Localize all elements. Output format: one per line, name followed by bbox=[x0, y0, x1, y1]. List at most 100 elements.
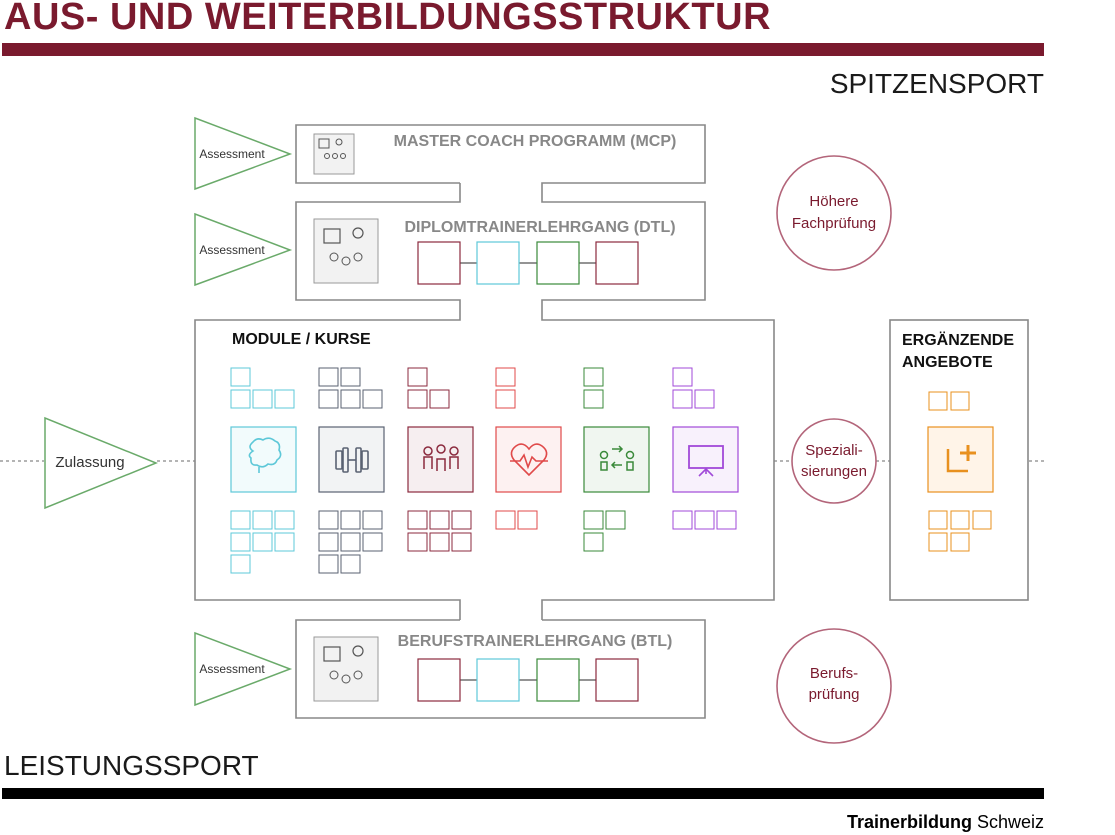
module-small-square bbox=[340, 554, 361, 574]
module-small-square bbox=[583, 389, 604, 409]
higher-exam-circle bbox=[776, 155, 892, 271]
dtl-module-2 bbox=[476, 241, 520, 285]
level-label-bottom: LEISTUNGSSPORT bbox=[4, 750, 259, 781]
module-small-square bbox=[318, 510, 339, 530]
module-small-square bbox=[407, 389, 428, 409]
module-small-square bbox=[672, 367, 693, 387]
module-small-square bbox=[605, 510, 626, 530]
page-title: AUS- UND WEITERBILDUNGSSTRUKTUR bbox=[4, 0, 772, 38]
module-small-square bbox=[362, 510, 383, 530]
assessment-label-btl: Assessment bbox=[199, 662, 265, 676]
brain-icon bbox=[230, 426, 297, 493]
btl-module-2 bbox=[476, 658, 520, 702]
supplementary-small-squares bbox=[928, 391, 992, 552]
module-small-square bbox=[318, 367, 339, 387]
mcp-box bbox=[295, 124, 706, 195]
module-small-square bbox=[340, 510, 361, 530]
group-training-icon bbox=[313, 218, 379, 284]
module-small-square bbox=[274, 510, 295, 530]
dtl-box bbox=[295, 195, 706, 318]
module-small-square bbox=[407, 510, 428, 530]
team-icon bbox=[407, 426, 474, 493]
footer-brand-bold: Trainerbildung bbox=[846, 812, 972, 832]
mcp-title: MASTER COACH PROGRAMM (MCP) bbox=[394, 133, 677, 150]
footer-brand-rest: Schweiz bbox=[976, 812, 1044, 832]
module-columns bbox=[230, 367, 739, 574]
footer-brand: Trainerbildung Schweiz bbox=[847, 812, 1044, 833]
module-small-square bbox=[429, 510, 450, 530]
module-small-square bbox=[694, 510, 715, 530]
professional-exam-line1: Berufs- bbox=[810, 665, 858, 682]
module-small-square bbox=[252, 389, 273, 409]
heart-pulse-icon bbox=[495, 426, 562, 493]
module-small-square bbox=[230, 532, 251, 552]
module-small-square bbox=[318, 389, 339, 409]
module-small-square bbox=[340, 389, 361, 409]
group-training-icon bbox=[313, 133, 355, 175]
module-small-square bbox=[230, 554, 251, 574]
module-column-2 bbox=[318, 367, 385, 574]
modules-box bbox=[194, 318, 775, 620]
module-small-square bbox=[495, 367, 516, 387]
module-small-square bbox=[340, 532, 361, 552]
module-small-square bbox=[583, 510, 604, 530]
btl-box bbox=[295, 619, 706, 719]
professional-exam-line2: prüfung bbox=[809, 686, 860, 703]
module-small-square bbox=[429, 389, 450, 409]
title-underline bbox=[2, 43, 1044, 56]
higher-exam-line1: Höhere bbox=[809, 193, 858, 210]
exchange-icon bbox=[583, 426, 650, 493]
dumbbell-icon bbox=[318, 426, 385, 493]
module-small-square bbox=[407, 532, 428, 552]
group-training-icon bbox=[313, 636, 379, 702]
module-small-square bbox=[451, 510, 472, 530]
admission-label: Zulassung bbox=[55, 454, 124, 471]
module-small-square bbox=[407, 367, 428, 387]
module-small-square bbox=[583, 367, 604, 387]
module-small-square bbox=[716, 510, 737, 530]
modules-title: MODULE / KURSE bbox=[232, 331, 371, 348]
module-small-square bbox=[672, 389, 693, 409]
btl-module-4 bbox=[595, 658, 639, 702]
dtl-module-1 bbox=[417, 241, 461, 285]
module-column-4 bbox=[495, 367, 562, 530]
supplementary-title-1: ERGÄNZENDE bbox=[902, 331, 1014, 349]
btl-module-3 bbox=[536, 658, 580, 702]
module-small-square bbox=[274, 389, 295, 409]
module-small-square bbox=[230, 389, 251, 409]
bottom-bar bbox=[2, 788, 1044, 799]
btl-module-1 bbox=[417, 658, 461, 702]
higher-exam-line2: Fachprüfung bbox=[792, 215, 876, 232]
assessment-triangle-btl bbox=[194, 631, 293, 707]
module-column-6 bbox=[672, 367, 739, 530]
module-small-square bbox=[230, 367, 251, 387]
module-small-square bbox=[583, 532, 604, 552]
module-small-square bbox=[451, 532, 472, 552]
assessment-label-dtl: Assessment bbox=[199, 243, 265, 257]
module-column-3 bbox=[407, 367, 474, 552]
module-small-square bbox=[495, 389, 516, 409]
module-small-square bbox=[429, 532, 450, 552]
specialization-line2: sierungen bbox=[801, 463, 867, 480]
specialization-circle bbox=[791, 418, 877, 504]
module-small-square bbox=[318, 532, 339, 552]
dtl-module-4 bbox=[595, 241, 639, 285]
module-small-square bbox=[252, 532, 273, 552]
module-column-5 bbox=[583, 367, 650, 552]
dtl-module-3 bbox=[536, 241, 580, 285]
professional-exam-circle bbox=[776, 628, 892, 744]
module-small-square bbox=[672, 510, 693, 530]
assessment-triangle-dtl bbox=[194, 212, 293, 287]
admission-triangle bbox=[44, 416, 158, 510]
presentation-icon bbox=[672, 426, 739, 493]
module-column-1 bbox=[230, 367, 297, 574]
level-label-top: SPITZENSPORT bbox=[829, 68, 1044, 99]
dtl-title: DIPLOMTRAINERLEHRGANG (DTL) bbox=[404, 219, 675, 236]
module-small-square bbox=[694, 389, 715, 409]
module-small-square bbox=[318, 554, 339, 574]
assessment-triangle-mcp bbox=[194, 116, 293, 191]
btl-title: BERUFSTRAINERLEHRGANG (BTL) bbox=[398, 633, 673, 650]
module-small-square bbox=[252, 510, 273, 530]
supplementary-title-2: ANGEBOTE bbox=[902, 354, 993, 371]
